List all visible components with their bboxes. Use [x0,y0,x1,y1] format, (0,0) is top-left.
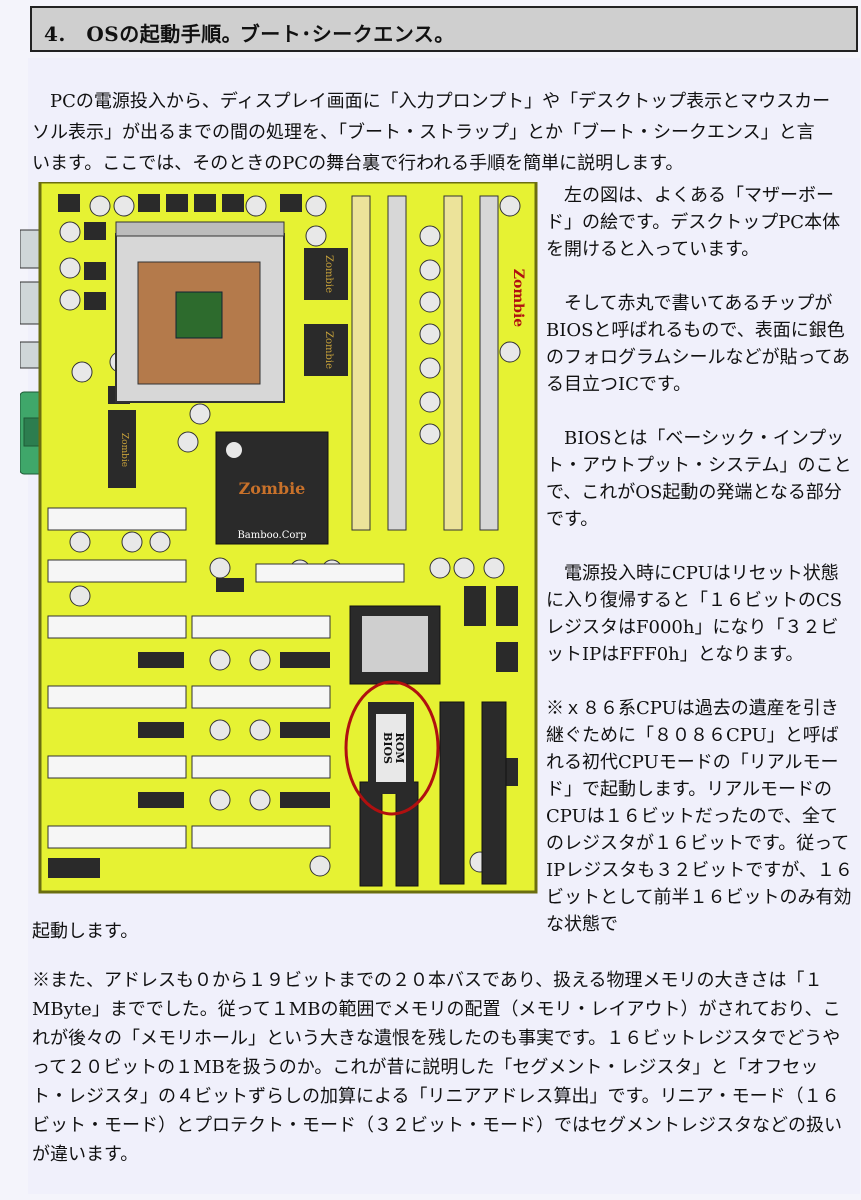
bios-label-bios: BIOS [381,732,394,764]
chip-label-3: Zombie [119,433,129,467]
continuation-text: 起動します。 [32,921,139,942]
motherboard-illustration: Zombie Zombie Zombie Zombie Zombie Bambo… [20,182,538,894]
maker-label: Bamboo.Corp [237,530,306,541]
section-header: 4. OSの起動手順｡ ブート･シークエンス。 [30,6,858,52]
side-column: 左の図は、よくある「マザーボード」の絵です。デスクトップPC本体を開けると入って… [546,182,856,965]
intro-paragraph: PCの電源投入から、ディスプレイ画面に「入力プロンプト」や「デスクトップ表示とマ… [32,91,831,174]
bios-label-rom: ROM [393,733,406,764]
side-paragraph-1: 左の図は、よくある「マザーボード」の絵です。デスクトップPC本体を開けると入って… [546,185,841,260]
chipset-label: Zombie [239,479,306,498]
side-paragraph-5: ※ｘ８６系CPUは過去の遺産を引き継ぐために「８０８６CPU」と呼ばれる初代CP… [546,698,853,935]
note-paragraph: ※また、アドレスも０から１９ビットまでの２０本バスであり、扱える物理メモリの大き… [32,970,842,1165]
side-paragraph-2: そして赤丸で書いてあるチップがBIOSと呼ばれるもので、表面に銀色のフォログラム… [546,293,851,395]
side-paragraph-3: BIOSとは「ベーシック・インプット・アウトプット・システム」のことで、これがO… [546,428,852,530]
bios-highlight-circle [344,680,440,816]
chip-label-2: Zombie [323,331,334,369]
side-paragraph-4: 電源投入時にCPUはリセット状態に入り復帰すると「１６ビットのCSレジスタはF0… [546,563,843,665]
board-brand-vertical: Zombie [510,269,526,327]
chip-label-1: Zombie [323,255,334,293]
section-title: 4. OSの起動手順｡ ブート･シークエンス。 [44,22,455,46]
